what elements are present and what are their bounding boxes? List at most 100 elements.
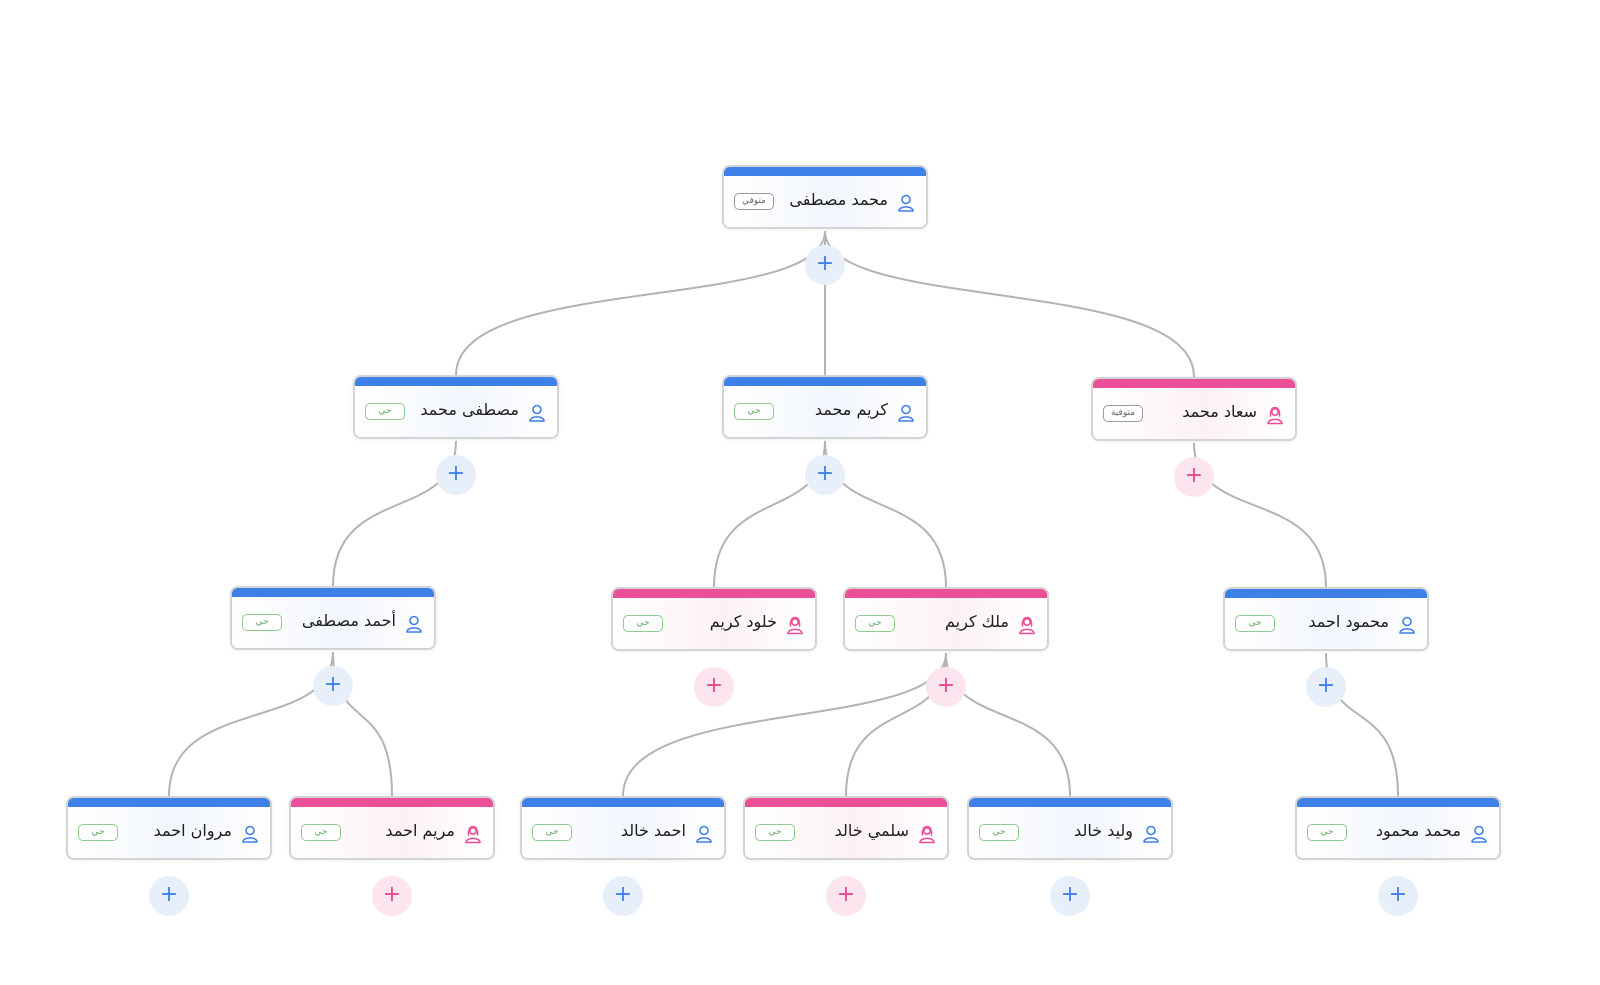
male-user-icon <box>527 403 547 423</box>
person-card-body: محمد مصطفى متوفي <box>724 176 926 227</box>
person-card[interactable]: مروان احمد حي <box>66 796 272 860</box>
person-card-body: مريم احمد حي <box>291 807 493 858</box>
gender-color-bar <box>68 798 270 807</box>
gender-color-bar <box>522 798 724 807</box>
person-card-body: سلمي خالد حي <box>745 807 947 858</box>
gender-color-bar <box>845 589 1047 598</box>
gender-color-bar <box>355 377 557 386</box>
status-badge: حي <box>979 824 1019 841</box>
gender-color-bar <box>1297 798 1499 807</box>
person-name: محمد محمود <box>1375 821 1461 840</box>
gender-color-bar <box>291 798 493 807</box>
add-child-button[interactable]: + <box>603 876 643 916</box>
relation-line <box>824 440 947 588</box>
relation-line <box>945 652 1071 797</box>
status-badge: حي <box>78 824 118 841</box>
person-card-body: مروان احمد حي <box>68 807 270 858</box>
add-child-button[interactable]: + <box>1050 876 1090 916</box>
person-card[interactable]: سلمي خالد حي <box>743 796 949 860</box>
relation-line <box>824 230 1195 378</box>
person-card[interactable]: سعاد محمد متوفية <box>1091 377 1297 441</box>
female-user-icon <box>1265 405 1285 425</box>
add-child-button[interactable]: + <box>826 876 866 916</box>
female-user-icon <box>917 824 937 844</box>
person-name: ملك كريم <box>945 612 1009 631</box>
person-card-body: سعاد محمد متوفية <box>1093 388 1295 439</box>
status-badge: حي <box>301 824 341 841</box>
status-badge: حي <box>623 615 663 632</box>
person-card[interactable]: خلود كريم حي <box>611 587 817 651</box>
male-user-icon <box>896 193 916 213</box>
add-child-button[interactable]: + <box>372 876 412 916</box>
person-card[interactable]: مريم احمد حي <box>289 796 495 860</box>
gender-color-bar <box>969 798 1171 807</box>
male-user-icon <box>896 403 916 423</box>
male-user-icon <box>240 824 260 844</box>
add-child-button[interactable]: + <box>805 245 845 285</box>
status-badge: حي <box>855 615 895 632</box>
status-badge: متوفية <box>1103 405 1143 422</box>
relation-line <box>455 230 826 376</box>
person-card[interactable]: كريم محمد حي <box>722 375 928 439</box>
status-badge: متوفي <box>734 193 774 210</box>
female-user-icon <box>1017 615 1037 635</box>
person-name: خلود كريم <box>709 612 777 631</box>
male-user-icon <box>1469 824 1489 844</box>
add-child-button[interactable]: + <box>1306 667 1346 707</box>
person-card[interactable]: محمد مصطفى متوفي <box>722 165 928 229</box>
person-card-body: كريم محمد حي <box>724 386 926 437</box>
female-user-icon <box>785 615 805 635</box>
status-badge: حي <box>1235 615 1275 632</box>
add-child-button[interactable]: + <box>694 667 734 707</box>
person-name: كريم محمد <box>814 400 888 419</box>
gender-color-bar <box>745 798 947 807</box>
person-name: احمد خالد <box>620 821 686 840</box>
person-name: مروان احمد <box>153 821 232 840</box>
add-child-button[interactable]: + <box>313 666 353 706</box>
person-card-body: احمد خالد حي <box>522 807 724 858</box>
person-name: محمود احمد <box>1308 612 1389 631</box>
person-card[interactable]: ملك كريم حي <box>843 587 1049 651</box>
person-name: مريم احمد <box>385 821 455 840</box>
gender-color-bar <box>232 588 434 597</box>
person-card-body: محمد محمود حي <box>1297 807 1499 858</box>
male-user-icon <box>694 824 714 844</box>
person-card-body: وليد خالد حي <box>969 807 1171 858</box>
gender-color-bar <box>724 377 926 386</box>
person-card[interactable]: محمد محمود حي <box>1295 796 1501 860</box>
add-child-button[interactable]: + <box>149 876 189 916</box>
person-card-body: ملك كريم حي <box>845 598 1047 649</box>
status-badge: حي <box>532 824 572 841</box>
relation-line <box>622 652 947 797</box>
person-card[interactable]: محمود احمد حي <box>1223 587 1429 651</box>
person-card[interactable]: وليد خالد حي <box>967 796 1173 860</box>
person-name: وليد خالد <box>1074 821 1133 840</box>
person-name: سعاد محمد <box>1182 402 1257 421</box>
gender-color-bar <box>1093 379 1295 388</box>
person-card[interactable]: احمد خالد حي <box>520 796 726 860</box>
add-child-button[interactable]: + <box>805 455 845 495</box>
person-card-body: خلود كريم حي <box>613 598 815 649</box>
male-user-icon <box>1141 824 1161 844</box>
add-child-button[interactable]: + <box>1378 876 1418 916</box>
gender-color-bar <box>724 167 926 176</box>
status-badge: حي <box>755 824 795 841</box>
add-child-button[interactable]: + <box>1174 457 1214 497</box>
add-child-button[interactable]: + <box>926 667 966 707</box>
person-card-body: محمود احمد حي <box>1225 598 1427 649</box>
gender-color-bar <box>613 589 815 598</box>
person-name: سلمي خالد <box>834 821 909 840</box>
relation-line <box>168 651 334 797</box>
person-name: محمد مصطفى <box>789 190 888 209</box>
status-badge: حي <box>365 403 405 420</box>
add-child-button[interactable]: + <box>436 455 476 495</box>
relation-line <box>1193 442 1327 588</box>
status-badge: حي <box>734 403 774 420</box>
female-user-icon <box>463 824 483 844</box>
status-badge: حي <box>1307 824 1347 841</box>
status-badge: حي <box>242 614 282 631</box>
